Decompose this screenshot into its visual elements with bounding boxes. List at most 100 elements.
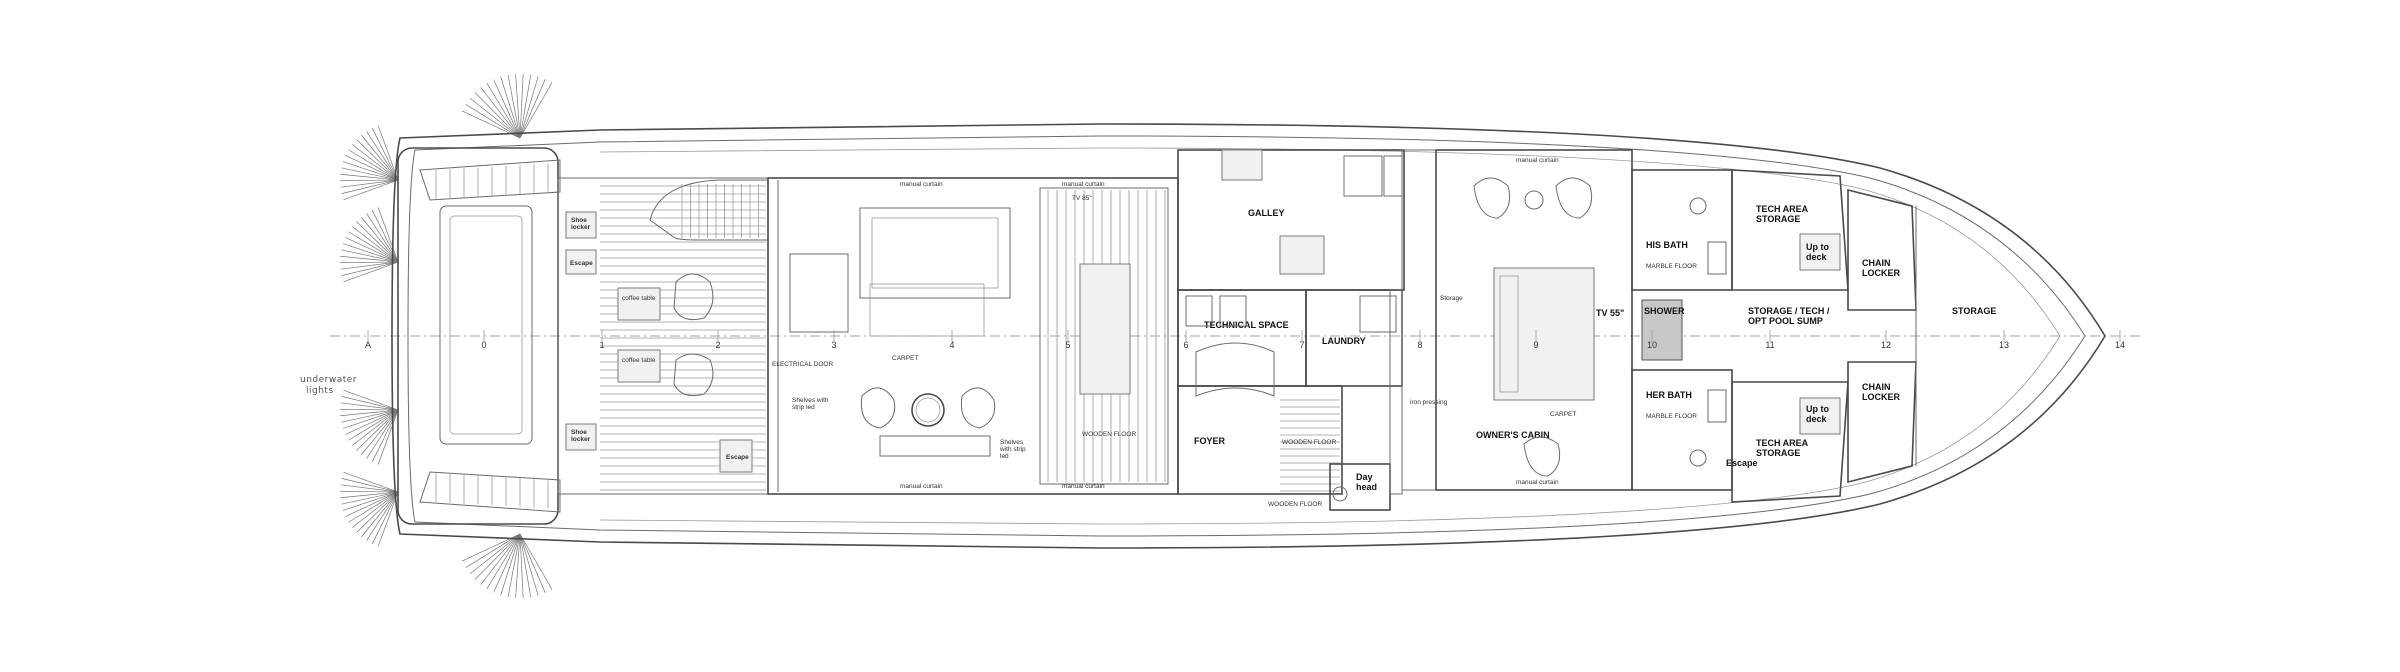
light-ray bbox=[515, 74, 521, 139]
tech-cabinet-1[interactable] bbox=[1185, 295, 1213, 327]
tech-area-bottom-label-1: TECH AREA bbox=[1756, 438, 1809, 448]
up-to-deck-bottom[interactable] bbox=[1799, 397, 1841, 435]
shoe-locker-bottom-label-1: Shoe bbox=[571, 429, 587, 436]
light-ray bbox=[519, 533, 553, 590]
light-ray bbox=[351, 491, 399, 528]
shoe-locker-bottom[interactable] bbox=[565, 423, 597, 451]
lounge-chair-bottom[interactable] bbox=[673, 353, 714, 397]
light-ray bbox=[356, 221, 399, 263]
light-ray bbox=[341, 409, 399, 423]
coffee-table-bottom-label: coffee table bbox=[622, 357, 656, 364]
light-ray bbox=[519, 533, 532, 598]
his-bath-toilet[interactable] bbox=[1689, 197, 1707, 215]
light-ray bbox=[340, 408, 399, 411]
storage-tech-pool-label-1: STORAGE / TECH / bbox=[1748, 306, 1830, 316]
light-ray bbox=[343, 471, 399, 493]
dining-table-long[interactable] bbox=[1079, 263, 1131, 395]
coffee-table-bottom[interactable] bbox=[617, 349, 661, 383]
light-ray bbox=[340, 402, 399, 411]
light-ray bbox=[519, 76, 539, 139]
light-ray bbox=[340, 490, 399, 493]
storage-small-note: Storage bbox=[1440, 295, 1463, 302]
foyer-spiral-stair[interactable] bbox=[1195, 342, 1275, 397]
his-bath-sink[interactable] bbox=[1707, 241, 1727, 275]
owners-bed[interactable] bbox=[1493, 267, 1595, 401]
her-bath-sink[interactable] bbox=[1707, 389, 1727, 423]
station-number: 3 bbox=[831, 340, 836, 350]
aft-stair-treads bbox=[435, 163, 549, 509]
dining-table[interactable] bbox=[911, 393, 945, 427]
up-to-deck-top[interactable] bbox=[1799, 233, 1841, 271]
light-ray bbox=[377, 125, 399, 181]
lounge-chair-top[interactable] bbox=[673, 273, 714, 321]
laundry-washer[interactable] bbox=[1359, 295, 1397, 333]
light-ray bbox=[340, 484, 399, 493]
light-ray bbox=[486, 533, 521, 589]
shower[interactable] bbox=[1641, 299, 1683, 361]
marble-floor-1-label: MARBLE FLOOR bbox=[1646, 263, 1697, 270]
underwater-lights-label-1: underwater bbox=[300, 375, 357, 385]
cabin-armchair-1[interactable] bbox=[1473, 177, 1511, 219]
light-ray bbox=[342, 243, 399, 263]
light-ray bbox=[507, 533, 521, 597]
chain-locker-bottom-label-2: LOCKER bbox=[1862, 392, 1901, 402]
storage-forepeak-label: STORAGE bbox=[1952, 306, 1996, 316]
chain-locker-top-label-1: CHAIN bbox=[1862, 258, 1891, 268]
light-ray bbox=[469, 97, 521, 139]
station-number: 12 bbox=[1881, 340, 1891, 350]
escape-hatch-aft-left[interactable] bbox=[565, 249, 597, 275]
station-number: 1 bbox=[599, 340, 604, 350]
aft-stair-bottom bbox=[419, 471, 561, 513]
light-ray bbox=[341, 249, 399, 263]
light-ray bbox=[343, 179, 399, 201]
manual-curtain-dining-top: manual curtain bbox=[1062, 181, 1105, 188]
laundry-label: LAUNDRY bbox=[1322, 336, 1366, 346]
escape-bow-label: Escape bbox=[1726, 458, 1758, 468]
day-head-toilet[interactable] bbox=[1332, 486, 1348, 502]
armchair-left[interactable] bbox=[860, 387, 896, 429]
light-ray bbox=[345, 237, 399, 263]
light-ray bbox=[351, 144, 399, 181]
electrical-door-note: ELECTRICAL DOOR bbox=[772, 361, 833, 368]
galley-sink[interactable] bbox=[1343, 155, 1383, 197]
salon-sideboard[interactable] bbox=[879, 435, 991, 457]
aft-sunpad bbox=[439, 205, 533, 445]
her-bath-toilet[interactable] bbox=[1689, 449, 1707, 467]
cabin-armchair-2[interactable] bbox=[1555, 177, 1593, 219]
shoe-locker-top-label-2: locker bbox=[571, 224, 591, 231]
galley-counter[interactable] bbox=[1221, 149, 1263, 181]
owners-cabin-label: OWNER'S CABIN bbox=[1476, 430, 1550, 440]
cabin-side-table[interactable] bbox=[1524, 190, 1544, 210]
escape-aft-right-label: Escape bbox=[726, 454, 749, 461]
side-sofa[interactable] bbox=[789, 253, 849, 333]
manual-curtain-salon-top: manual curtain bbox=[900, 181, 943, 188]
light-ray bbox=[348, 409, 399, 441]
corridor-storage bbox=[1401, 149, 1437, 491]
tech-cabinet-2[interactable] bbox=[1219, 295, 1247, 327]
owners-bed-pillows bbox=[1499, 275, 1519, 393]
escape-hatch-aft-right[interactable] bbox=[719, 439, 753, 473]
sofa-l-shape[interactable] bbox=[859, 207, 1011, 299]
galley-fridge[interactable] bbox=[1383, 155, 1403, 197]
tech-area-storage-top bbox=[1731, 169, 1849, 291]
light-ray bbox=[465, 533, 521, 569]
galley-island[interactable] bbox=[1279, 235, 1325, 275]
deck-edge bbox=[599, 147, 2061, 525]
shoe-locker-top-label-1: Shoe bbox=[571, 217, 587, 224]
shoe-locker-top[interactable] bbox=[565, 211, 597, 239]
armchair-right[interactable] bbox=[960, 387, 996, 429]
manual-curtain-salon-bottom: manual curtain bbox=[900, 483, 943, 490]
light-ray bbox=[356, 491, 399, 533]
cabin-armchair-3[interactable] bbox=[1523, 436, 1561, 477]
station-number: 11 bbox=[1765, 340, 1774, 350]
station-number: A bbox=[365, 340, 371, 350]
light-ray bbox=[493, 79, 521, 139]
hull-outline bbox=[391, 123, 2106, 549]
light-ray bbox=[469, 533, 521, 575]
station-number: 0 bbox=[481, 340, 486, 350]
shoe-locker-bottom-label-2: locker bbox=[571, 436, 591, 443]
light-ray bbox=[480, 533, 521, 585]
coffee-table-top[interactable] bbox=[617, 287, 661, 321]
